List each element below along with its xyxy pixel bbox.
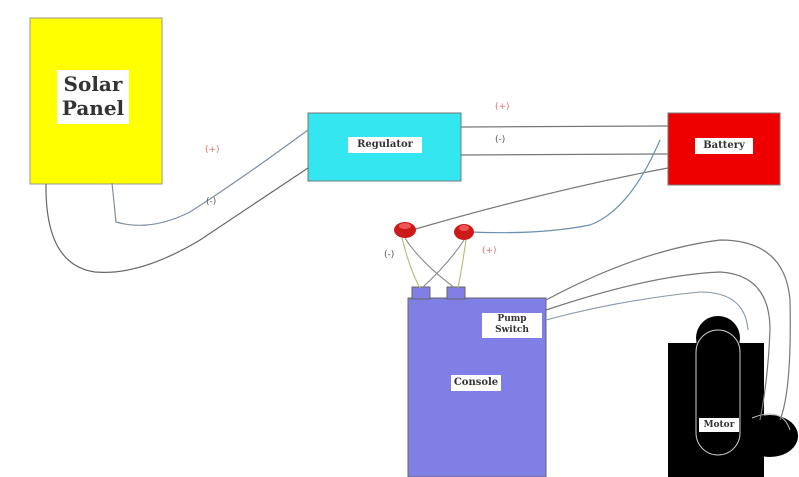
battery-label: Battery	[695, 138, 753, 154]
wire-terminal-pos-to-console	[421, 239, 465, 289]
wire-console-to-motor-b	[545, 271, 771, 421]
wire-console-to-motor-c	[545, 291, 749, 331]
motor	[668, 316, 798, 477]
panel-pos-label: (+)	[205, 145, 220, 155]
wire-regulator-to-battery-pos	[460, 125, 669, 128]
wire-console-to-motor-a	[545, 239, 791, 421]
solar-panel-label-line1: Solar	[63, 72, 123, 96]
panel-neg-label: (-)	[206, 197, 217, 207]
battery-neg-label: (-)	[495, 135, 506, 145]
console-label: Console	[451, 375, 501, 391]
solar-panel-label: Solar Panel	[57, 70, 129, 124]
wire-battery-to-right-terminal	[469, 139, 661, 234]
wire-panel-to-regulator-pos	[111, 129, 309, 226]
terminal-neg	[394, 222, 416, 238]
pump-switch-label: Pump Switch	[482, 313, 542, 338]
terminal-pos-label: (+)	[482, 246, 497, 256]
regulator-label: Regulator	[348, 137, 422, 153]
motor-label: Motor	[699, 418, 739, 432]
console-terminal-left	[411, 286, 431, 300]
wire-battery-to-left-terminal	[411, 167, 669, 231]
wire-terminal-pos-to-console-b	[457, 239, 467, 289]
battery-pos-label: (+)	[495, 102, 510, 112]
wire-terminal-neg-to-console	[404, 237, 456, 289]
terminal-neg-label: (-)	[384, 250, 395, 260]
wire-terminal-neg-to-console-b	[401, 237, 421, 289]
wire-regulator-to-battery-neg	[460, 153, 669, 156]
console-terminal-right	[446, 286, 466, 300]
solar-panel-label-line2: Panel	[61, 96, 125, 120]
terminal-pos	[454, 224, 474, 240]
wire-panel-to-regulator-neg	[45, 167, 309, 273]
